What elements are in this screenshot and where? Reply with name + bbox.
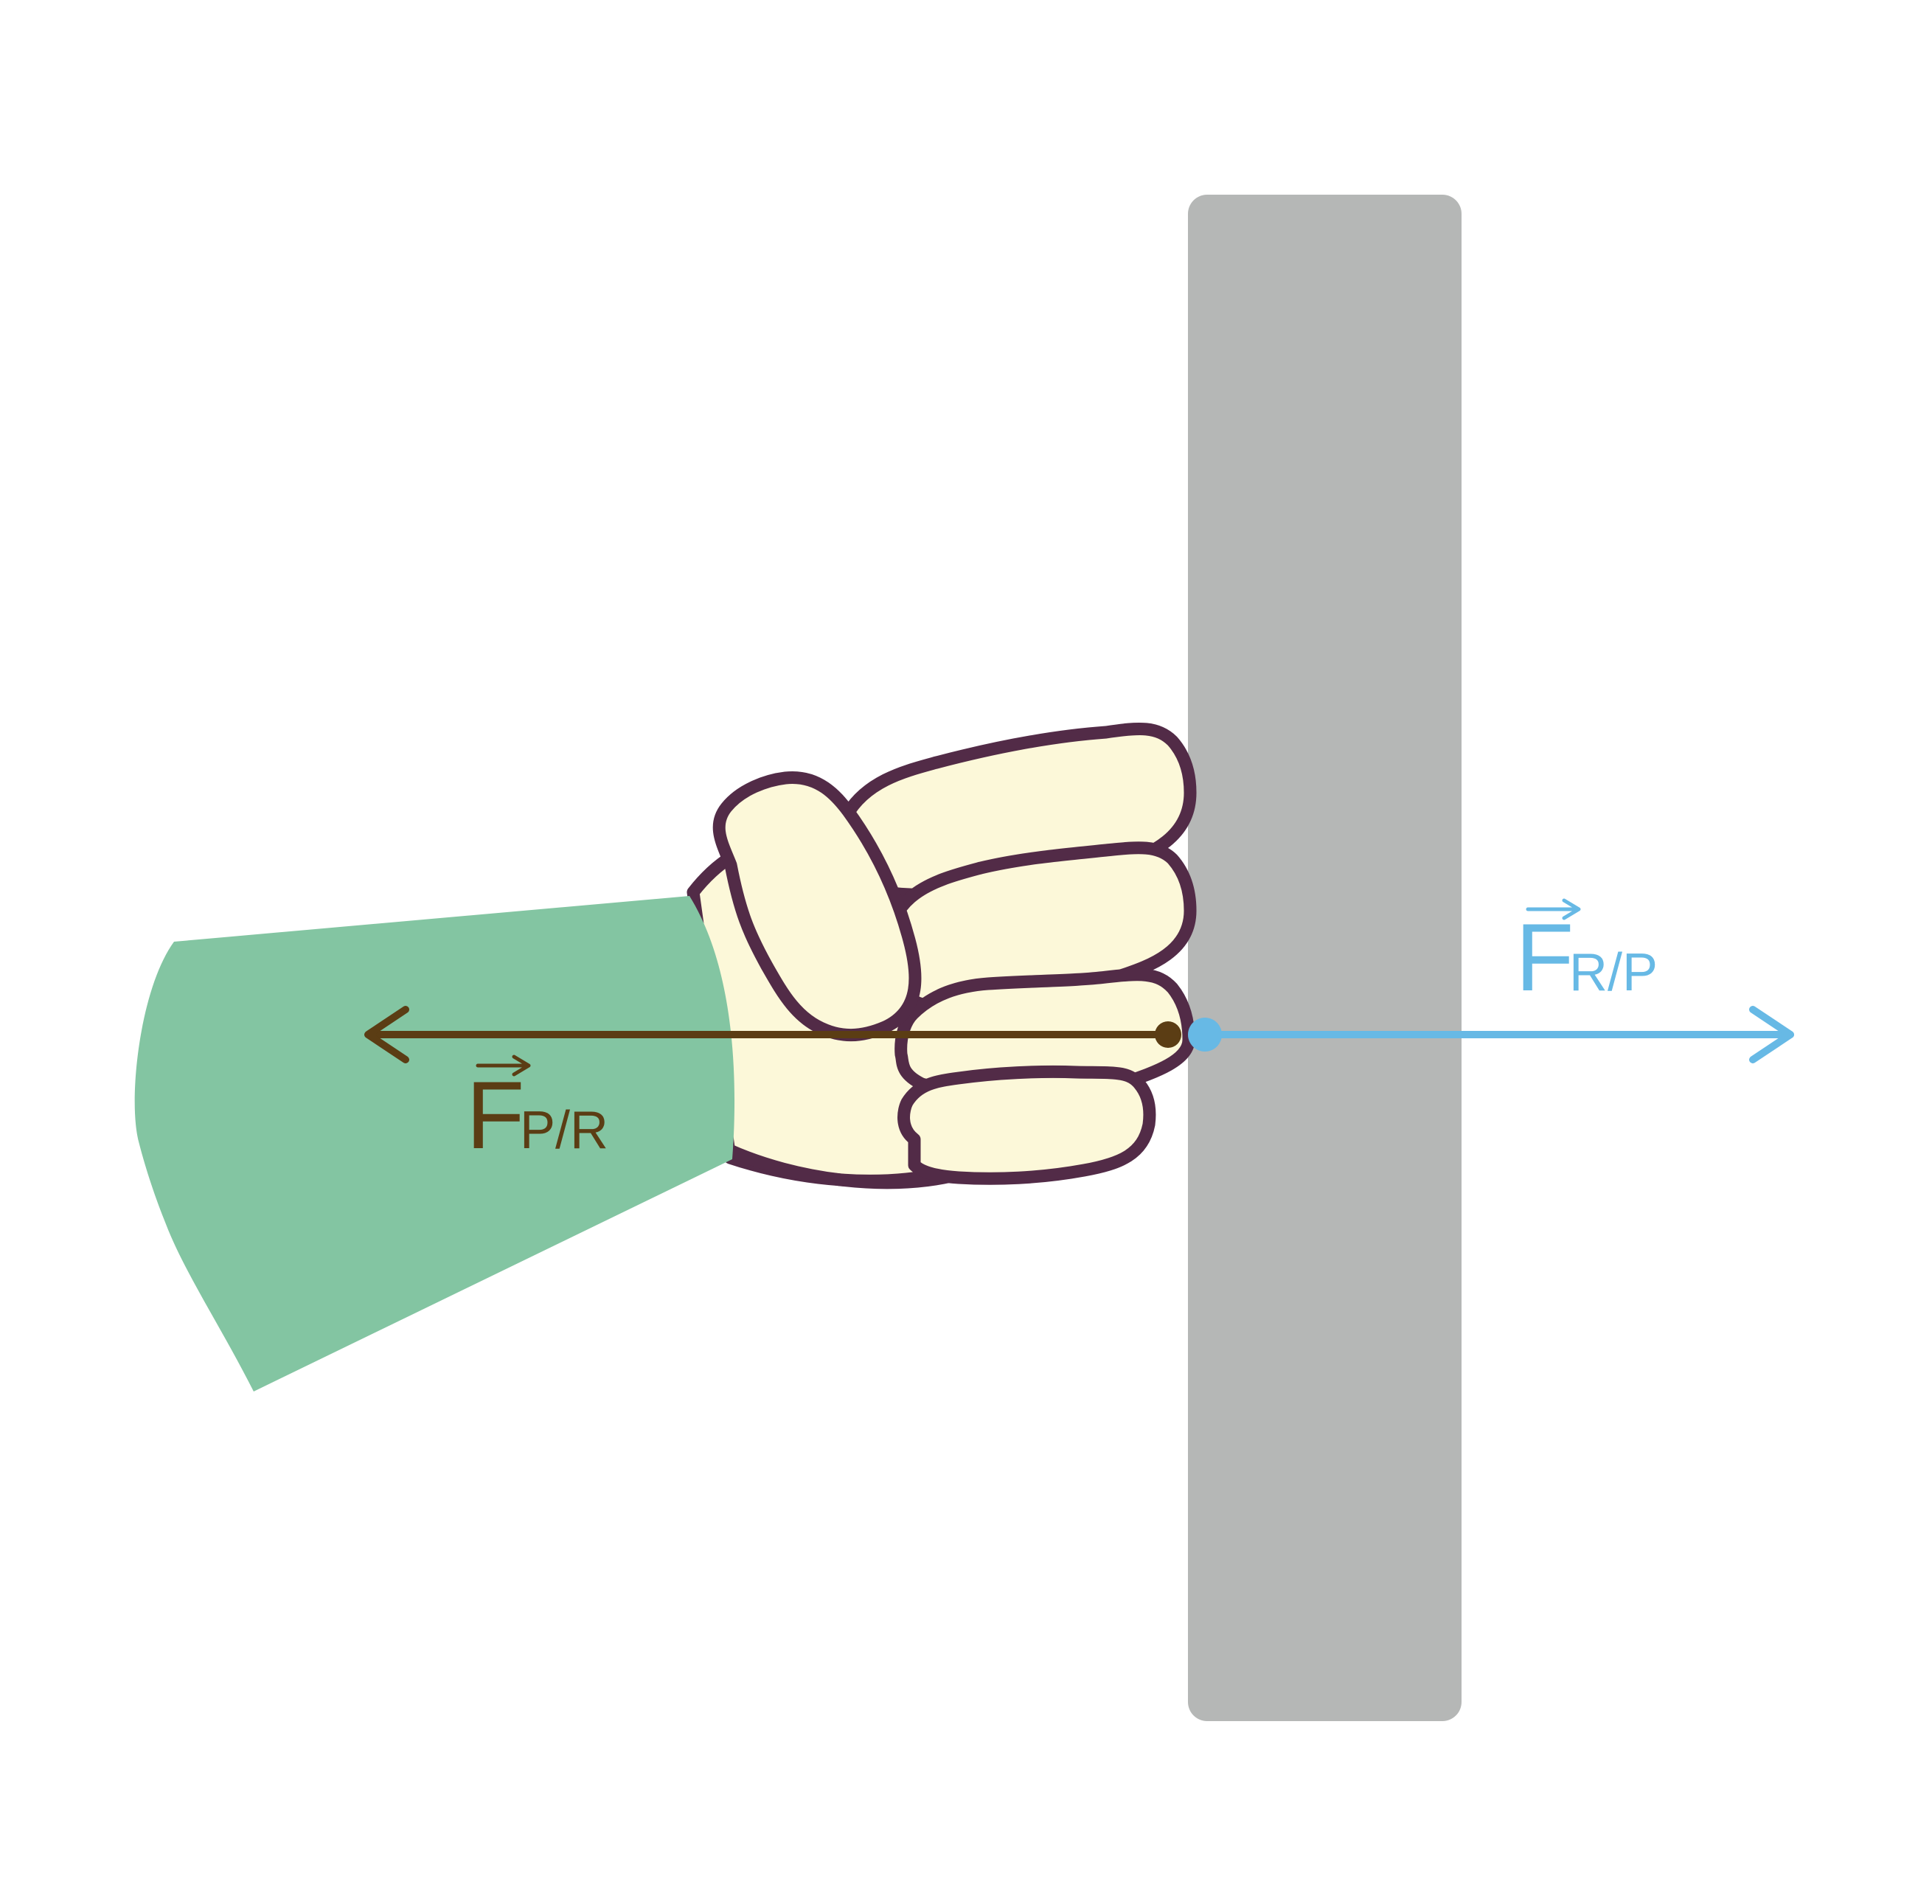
thumb bbox=[712, 771, 922, 1042]
sleeve-arm bbox=[134, 896, 735, 1391]
label-fpr-main: F bbox=[466, 1061, 524, 1169]
force-p-on-r-head bbox=[364, 1006, 409, 1063]
vector-arrowhead-frp bbox=[1562, 898, 1581, 920]
vector-arrowhead-fpr bbox=[512, 1055, 531, 1077]
label-frp-subscript: R/P bbox=[1569, 943, 1658, 1002]
wall bbox=[1188, 195, 1462, 1721]
force-arrow-r-on-p bbox=[1201, 1006, 1794, 1063]
force-arrow-p-on-r bbox=[364, 1006, 1172, 1063]
force-p-on-r-origin bbox=[1155, 1021, 1181, 1048]
finger-pinky bbox=[897, 1065, 1156, 1185]
palm-bottom-edge bbox=[723, 1144, 958, 1189]
label-frp-main: F bbox=[1515, 903, 1574, 1011]
label-fpr-subscript: P/R bbox=[520, 1101, 608, 1160]
label-force-p-on-r: F P/R bbox=[466, 1055, 608, 1169]
force-r-on-p-origin bbox=[1188, 1018, 1222, 1052]
force-r-on-p-head bbox=[1749, 1006, 1794, 1063]
fist-icon bbox=[687, 722, 1197, 1189]
label-force-r-on-p: F R/P bbox=[1515, 898, 1658, 1011]
